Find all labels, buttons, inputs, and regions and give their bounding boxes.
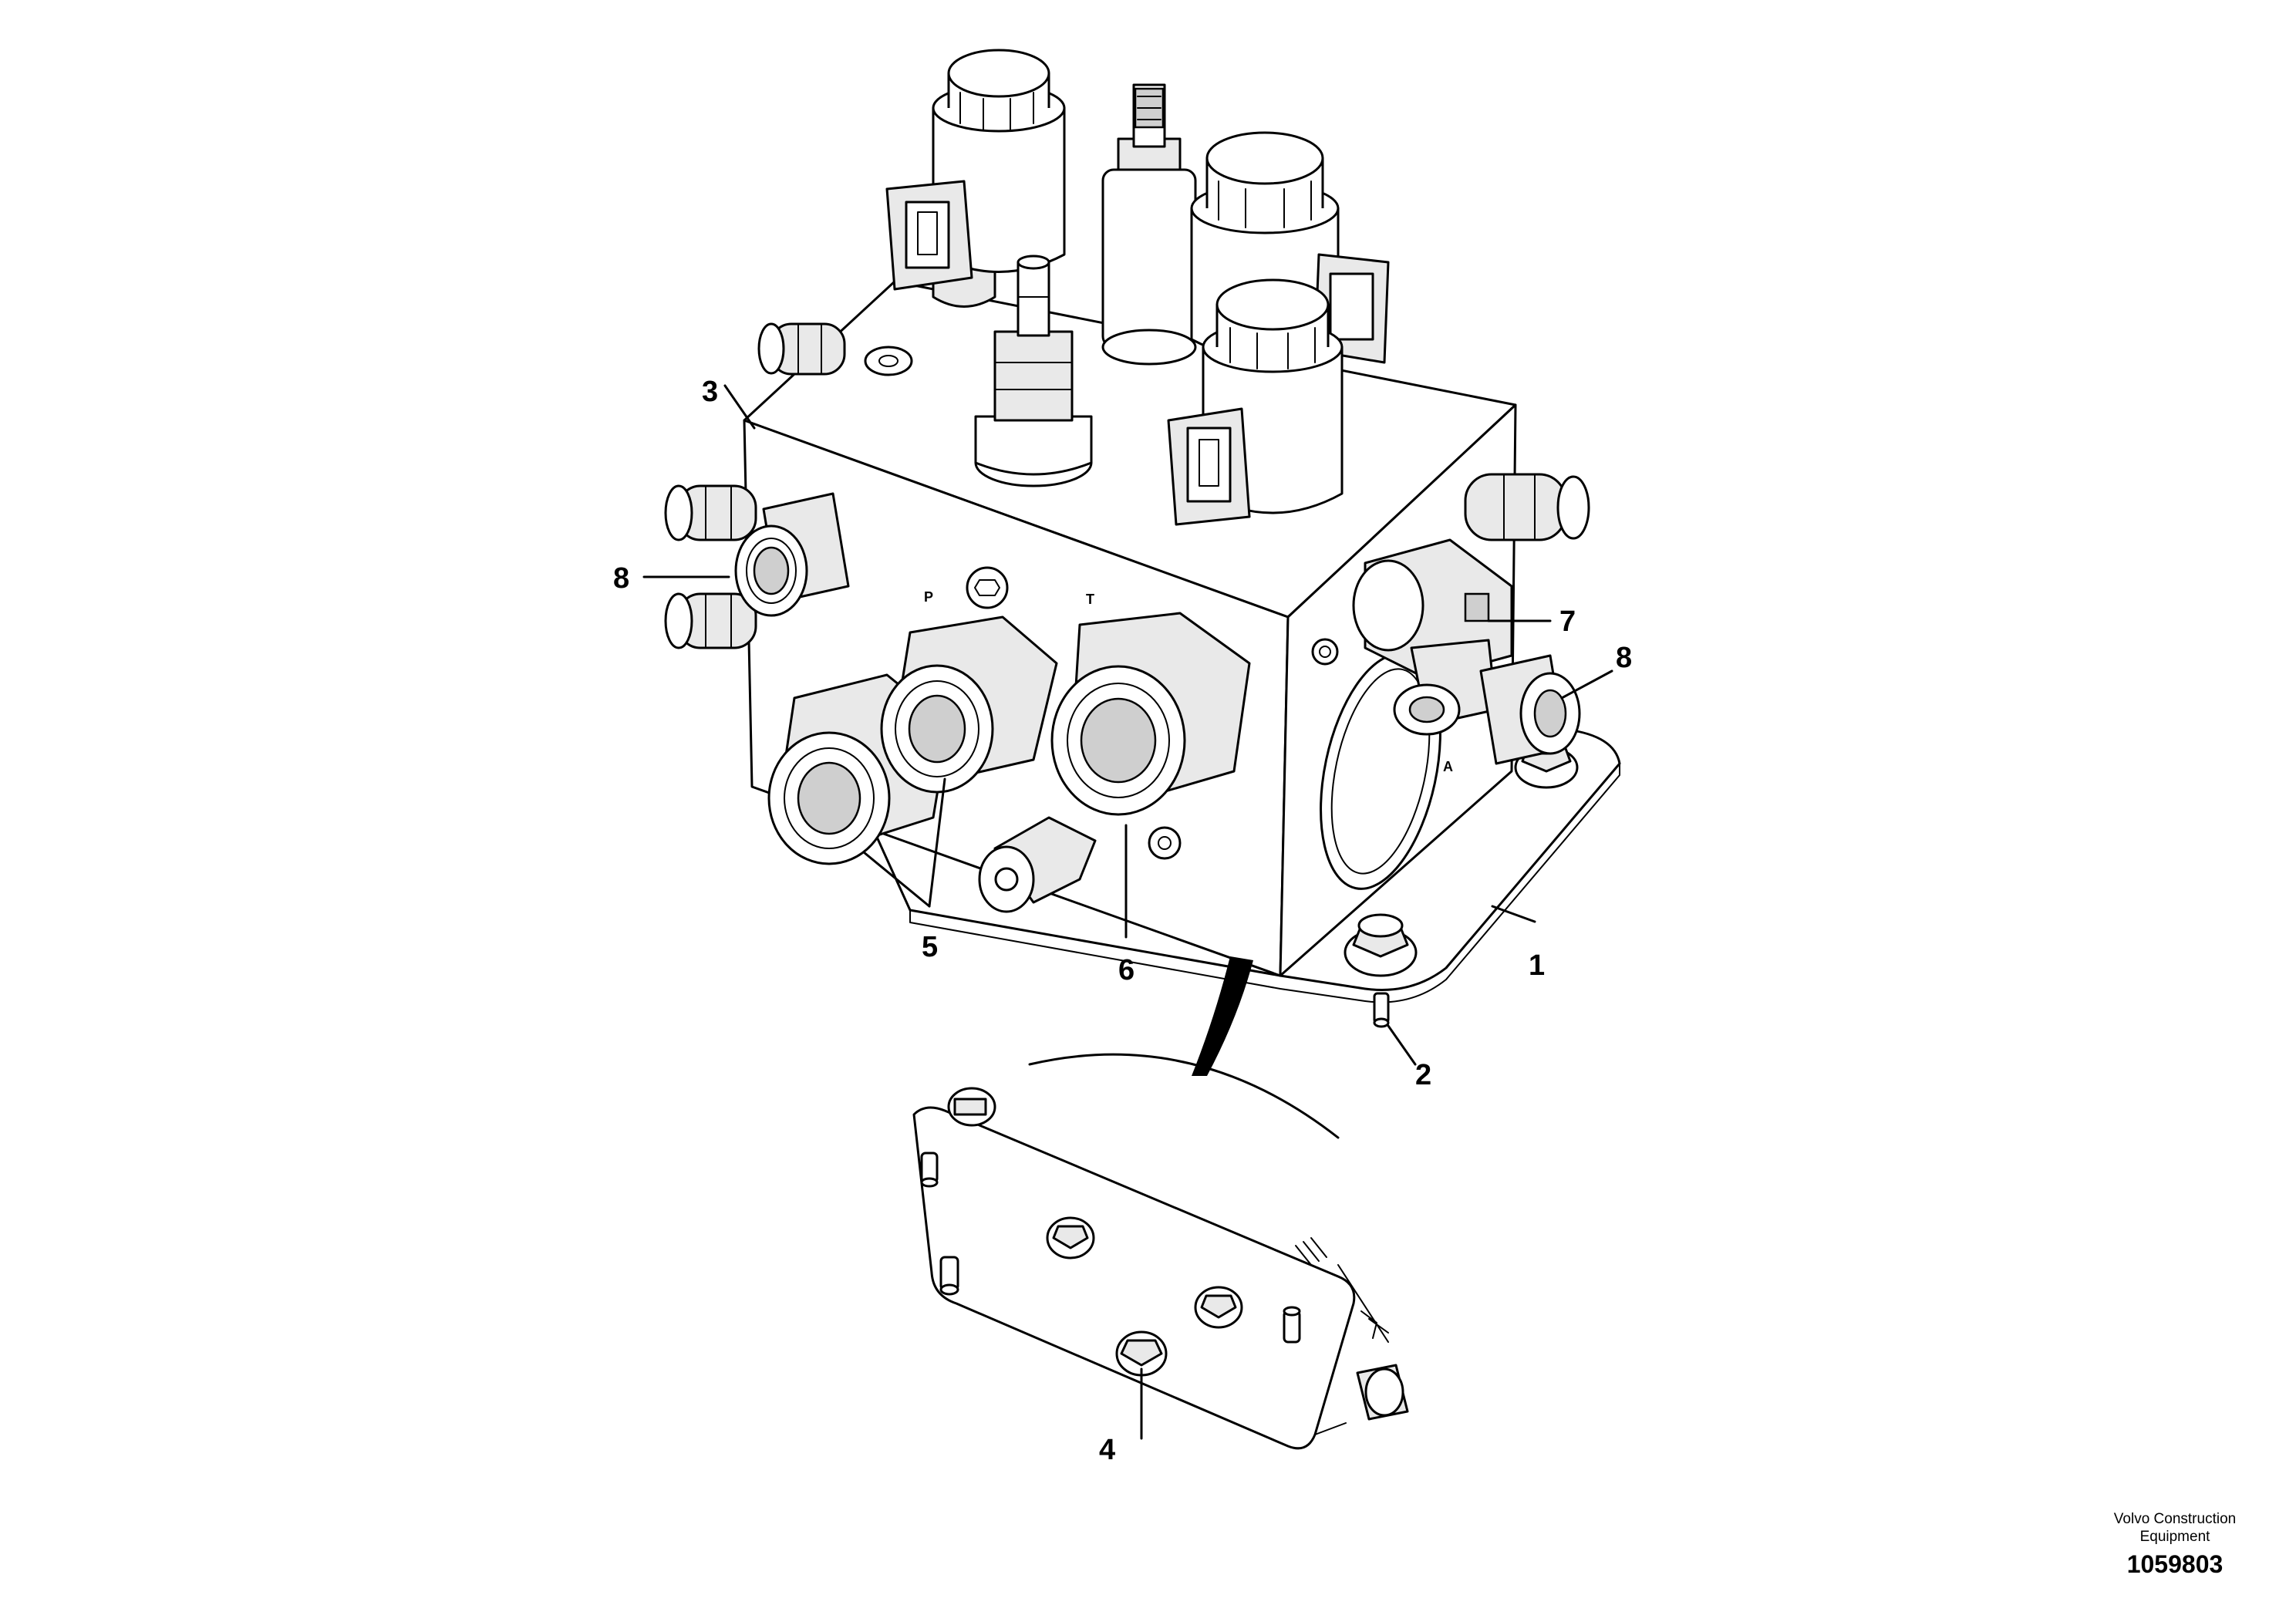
large-port-fitting — [1050, 612, 1251, 816]
detail-pin — [1283, 1306, 1301, 1344]
elbow-fitting — [1352, 538, 1513, 736]
detail-pin — [939, 1256, 959, 1296]
detail-view-underside — [912, 956, 1409, 1450]
callout-6: 6 — [1118, 954, 1135, 986]
port-fitting — [880, 615, 1058, 794]
port-label-p: P — [924, 589, 933, 605]
document-number: 1059803 — [2126, 1550, 2224, 1578]
brand-line-2: Equipment — [2139, 1529, 2210, 1545]
callout-8-left: 8 — [613, 562, 629, 595]
callout-8-right: 8 — [1616, 642, 1632, 674]
solenoid-valve — [1167, 278, 1344, 526]
plate-bolt — [1344, 913, 1418, 977]
plug-fitting — [664, 484, 757, 541]
straight-fitting — [1479, 654, 1581, 765]
callout-7: 7 — [1559, 605, 1576, 638]
brand-line-1: Volvo Construction — [2113, 1511, 2237, 1527]
detail-pin — [920, 1152, 939, 1188]
leader-lines — [642, 384, 1613, 1440]
straight-fitting — [734, 492, 850, 617]
detail-bolt — [1115, 1330, 1168, 1377]
check-fitting — [978, 816, 1097, 913]
callout-1: 1 — [1529, 949, 1545, 982]
callout-3: 3 — [702, 376, 718, 408]
solenoid-valve — [885, 49, 1066, 308]
callout-4: 4 — [1099, 1434, 1115, 1466]
pressure-sensor — [1101, 83, 1197, 366]
callout-2: 2 — [1415, 1059, 1431, 1091]
callout-5: 5 — [922, 931, 938, 963]
detail-fitting — [1356, 1364, 1409, 1421]
relief-valve — [974, 255, 1093, 487]
plug-fitting — [757, 322, 846, 376]
detail-bolt — [1194, 1286, 1243, 1329]
port-label-t: T — [1086, 592, 1094, 607]
plug-fitting — [664, 592, 757, 649]
drawing-footer: Volvo Construction Equipment 1059803 — [2075, 1510, 2275, 1579]
locating-pin — [1373, 992, 1390, 1028]
detail-bolt — [1046, 1216, 1095, 1259]
port-label-a: A — [1443, 759, 1453, 774]
plug-fitting — [1464, 473, 1590, 541]
